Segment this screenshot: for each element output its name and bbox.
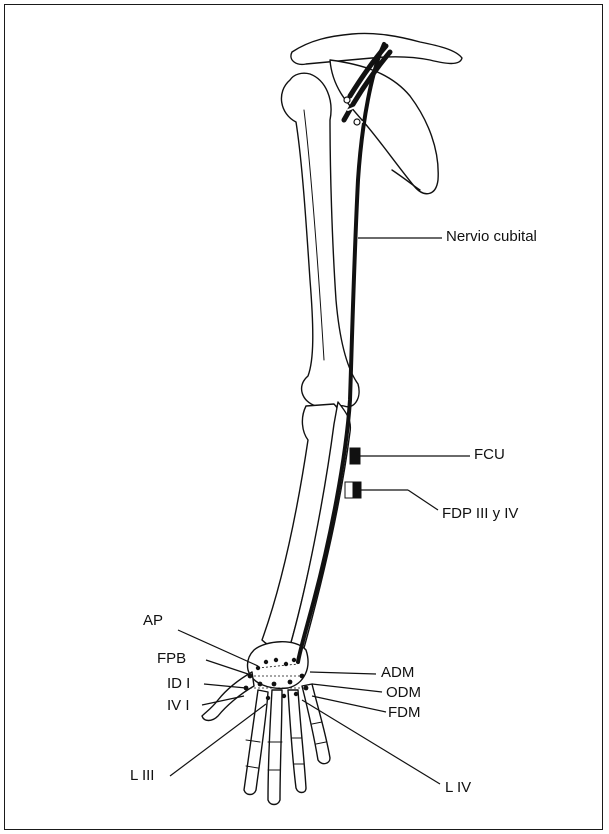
fcu-marker [350,448,360,464]
label-fdp: FDP III y IV [442,506,518,521]
leader-ap [178,630,258,666]
label-l-iii: L III [130,768,154,783]
humerus [281,73,359,408]
label-iv-i: IV I [167,698,190,713]
finger-middle [268,690,282,805]
leader-odm [312,684,382,692]
leader-adm [310,672,376,674]
label-id-i: ID I [167,676,190,691]
label-fpb: FPB [157,651,186,666]
label-fcu: FCU [474,447,505,462]
label-odm: ODM [386,685,421,700]
label-l-iv: L IV [445,780,471,795]
finger-little [302,684,330,764]
scapula [330,60,438,194]
label-nervio-cubital: Nervio cubital [446,229,537,244]
label-fdm: FDM [388,705,421,720]
leader-fdm [312,696,386,712]
finger-ring [288,690,306,793]
leader-fpb [206,660,248,674]
label-ap: AP [143,613,163,628]
label-adm: ADM [381,665,414,680]
thumb [202,672,254,721]
